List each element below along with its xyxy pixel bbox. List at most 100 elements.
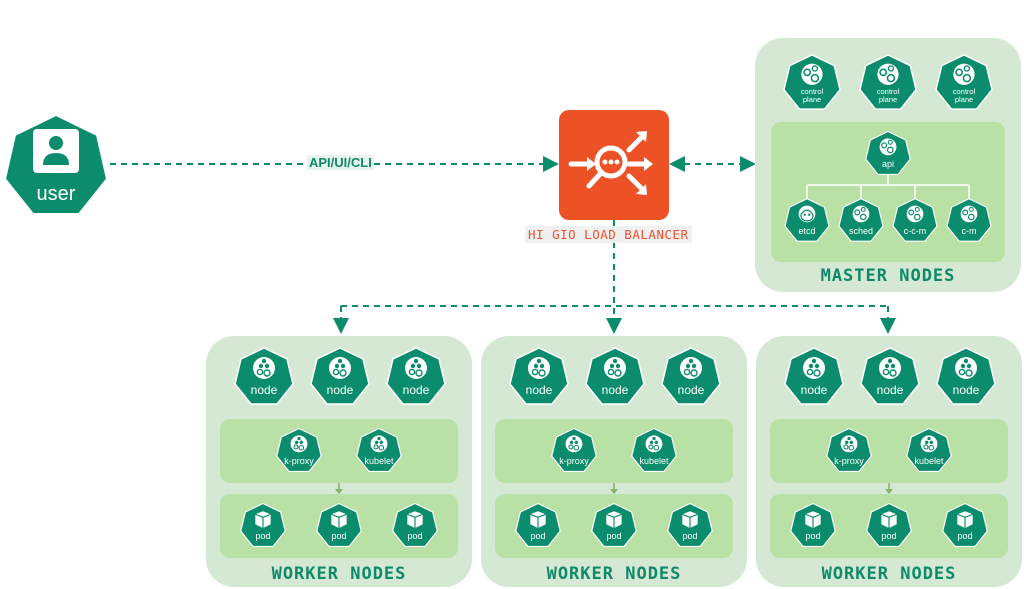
pod[interactable]: pod [240,502,286,548]
pod[interactable]: pod [667,502,713,548]
gears-icon [960,205,978,223]
heptagon-shape [838,198,884,242]
gears-icon [879,138,897,156]
heptagon-shape [551,427,597,473]
pod[interactable]: pod [790,502,836,548]
heptagon-shape [859,54,917,110]
worker-node[interactable]: node [860,346,920,406]
heptagon-shape [866,502,912,548]
master-component-c-m-label: c-m [961,226,977,237]
gears-icon [801,63,823,85]
master-component-c-c-m[interactable]: c-c-m [892,198,938,242]
agent-kubelet[interactable]: kubelet [906,427,952,473]
heptagon-shape [316,502,362,548]
master-component-sched[interactable]: sched [838,198,884,242]
user-node[interactable]: user [3,113,109,217]
heptagon-shape [906,427,952,473]
heptagon-shape [234,347,294,405]
control-plane-node-label: control [800,86,824,96]
pod-label: pod [255,531,271,542]
gears-icon [877,63,899,85]
master-component-sched-label: sched [848,226,874,237]
pod-icon [682,511,698,529]
pod[interactable]: pod [591,502,637,548]
worker-node[interactable]: node [585,346,645,406]
pod-label: pod [407,531,423,542]
user-label: user [36,183,76,205]
worker-node-label: node [677,383,705,398]
pod-label: pod [805,531,821,542]
worker-node-label: node [250,383,278,398]
pod[interactable]: pod [316,502,362,548]
heptagon-shape [661,347,721,405]
heptagon-shape [790,502,836,548]
worker-node-label: node [876,383,904,398]
worker-node-label: node [402,383,430,398]
node-icon [528,357,550,379]
agent-k-proxy[interactable]: k-proxy [551,427,597,473]
heptagon-shape [783,54,841,110]
pod[interactable]: pod [392,502,438,548]
agent-kubelet-label: kubelet [914,456,944,467]
etcd-icon [798,205,816,223]
heptagon-shape [892,198,938,242]
gears-icon [852,205,870,223]
pod[interactable]: pod [866,502,912,548]
worker-nodes-title: WORKER NODES [271,564,407,584]
control-plane-node-label: control [952,86,976,96]
pod[interactable]: pod [942,502,988,548]
pod-icon [606,511,622,529]
heptagon-shape [936,347,996,405]
worker-node[interactable]: node [661,346,721,406]
node-icon [680,357,702,379]
gears-icon [953,63,975,85]
master-component-etcd[interactable]: etcd [784,198,830,242]
worker-nodes-title: WORKER NODES [821,564,957,584]
agent-k-proxy-label: k-proxy [834,456,864,467]
pod[interactable]: pod [515,502,561,548]
control-plane-node-label: plane [802,95,822,105]
worker-node-label: node [326,383,354,398]
heptagon-shape [946,198,992,242]
worker-node[interactable]: node [784,346,844,406]
gears-icon [906,205,924,223]
worker-node[interactable]: node [310,346,370,406]
pod-label: pod [881,531,897,542]
agent-kubelet[interactable]: kubelet [356,427,402,473]
worker-node[interactable]: node [936,346,996,406]
worker-node[interactable]: node [509,346,569,406]
worker-nodes-title: WORKER NODES [546,564,682,584]
node-icon [645,435,663,453]
pod-label: pod [957,531,973,542]
agent-k-proxy[interactable]: k-proxy [276,427,322,473]
pod-icon [881,511,897,529]
node-icon [604,357,626,379]
load-balancer-icon [568,131,653,195]
agent-kubelet[interactable]: kubelet [631,427,677,473]
api-server-node[interactable]: api [865,130,911,176]
worker-node-label: node [800,383,828,398]
pod-icon [530,511,546,529]
control-plane-node-label: plane [878,95,898,105]
heptagon-shape [509,347,569,405]
control-plane-node-label: control [876,86,900,96]
heptagon-shape [667,502,713,548]
node-icon [840,435,858,453]
heptagon-shape [515,502,561,548]
heptagon-shape [392,502,438,548]
worker-node[interactable]: node [386,346,446,406]
node-icon [370,435,388,453]
worker-agents-panel [220,419,458,483]
master-component-c-m[interactable]: c-m [946,198,992,242]
worker-node[interactable]: node [234,346,294,406]
heptagon-shape [240,502,286,548]
load-balancer[interactable] [559,110,669,220]
agent-k-proxy[interactable]: k-proxy [826,427,872,473]
heptagon-shape [935,54,993,110]
user-icon [33,129,79,173]
master-component-etcd-label: etcd [798,226,816,237]
flow-arrow-icon [610,483,618,494]
